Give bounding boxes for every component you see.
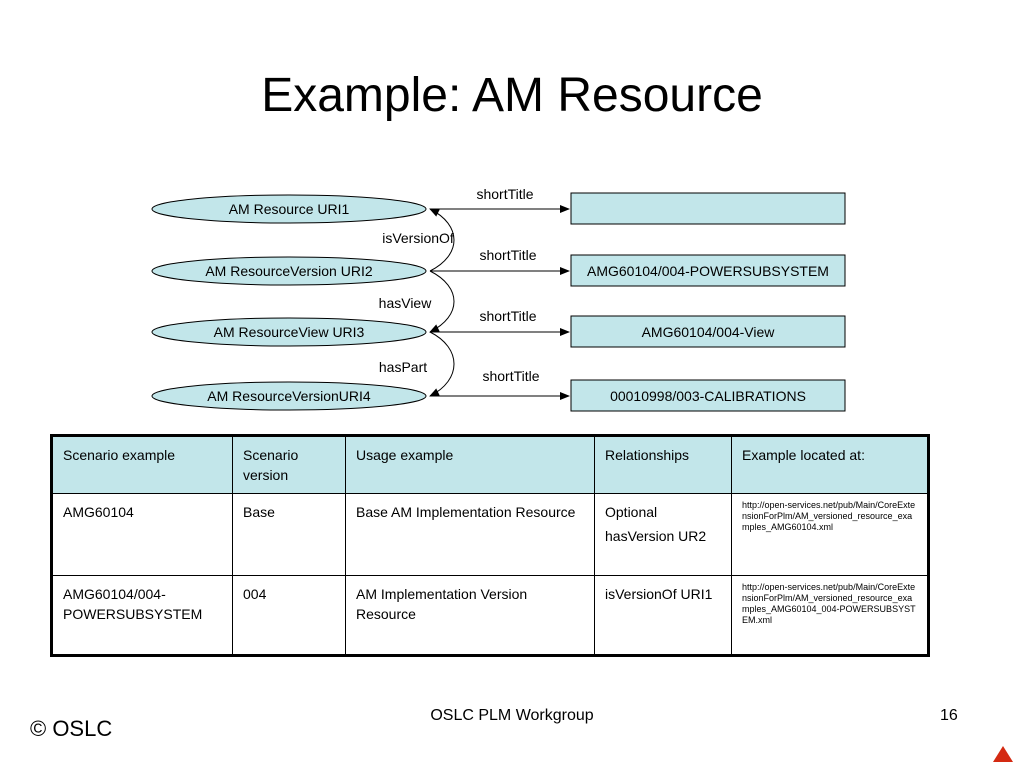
triangle-up-icon[interactable] (993, 746, 1013, 762)
resource-label: AM ResourceVersionURI4 (207, 388, 371, 404)
scenario-cell: AMG60104 (51, 493, 233, 576)
relationships-cell: Optional hasVersion UR2 (594, 493, 732, 576)
table-row: AMG60104/004-POWERSUBSYSTEM 004 AM Imple… (51, 575, 929, 656)
relationship-text: Optional (605, 504, 658, 520)
relation-arrow (429, 270, 455, 333)
resource-label: AM Resource URI1 (229, 201, 350, 217)
relationship-text: hasVersion UR2 (605, 528, 707, 544)
usage-cell: Base AM Implementation Resource (345, 493, 595, 576)
column-header: Scenario example (51, 435, 233, 494)
resource-label: AM ResourceView URI3 (214, 324, 365, 340)
short-title-value: 00010998/003-CALIBRATIONS (610, 388, 806, 404)
scenario-table: Scenario example Scenario version Usage … (50, 434, 930, 657)
example-location-link[interactable]: http://open-services.net/pub/Main/CoreEx… (731, 575, 929, 656)
short-title-label: shortTitle (482, 368, 539, 384)
column-header: Example located at: (731, 435, 929, 494)
table-row: AMG60104 Base Base AM Implementation Res… (51, 493, 929, 576)
relation-arrow (429, 208, 455, 272)
slide-title: Example: AM Resource (261, 69, 763, 122)
relationships-cell: isVersionOf URI1 (594, 575, 732, 656)
resource-node: AM ResourceVersion URI2 (151, 256, 427, 286)
relation-label: isVersionOf (382, 230, 454, 246)
version-cell: Base (232, 493, 346, 576)
version-cell: 004 (232, 575, 346, 656)
resource-node: AM ResourceVersionURI4 (151, 381, 427, 411)
short-title-label: shortTitle (479, 308, 536, 324)
relation-label: hasView (379, 295, 433, 311)
workgroup-footer: OSLC PLM Workgroup (430, 707, 594, 724)
copyright-footer: © OSLC (30, 716, 113, 741)
relation-arrow (429, 331, 455, 397)
example-location-link[interactable]: http://open-services.net/pub/Main/CoreEx… (731, 493, 929, 576)
short-title-box: AMG60104/004-POWERSUBSYSTEM (570, 254, 846, 287)
table-header-row: Scenario example Scenario version Usage … (51, 435, 929, 494)
short-title-box: 00010998/003-CALIBRATIONS (570, 379, 846, 412)
short-title-box: AMG60104/004-View (570, 315, 846, 348)
column-header: Relationships (594, 435, 732, 494)
resource-node: AM Resource URI1 (151, 194, 427, 224)
page-number: 16 (940, 707, 958, 724)
resource-node: AM ResourceView URI3 (151, 317, 427, 347)
short-title-box (570, 192, 846, 225)
relationship-diagram: AM Resource URI1 AM ResourceVersion URI2… (151, 186, 846, 412)
short-title-label: shortTitle (476, 186, 533, 202)
resource-label: AM ResourceVersion URI2 (205, 263, 373, 279)
short-title-label: shortTitle (479, 247, 536, 263)
short-title-value: AMG60104/004-POWERSUBSYSTEM (587, 263, 829, 279)
short-title-value: AMG60104/004-View (642, 324, 776, 340)
relationship-text: isVersionOf URI1 (605, 586, 713, 602)
relation-label: hasPart (379, 359, 427, 375)
column-header: Usage example (345, 435, 595, 494)
scenario-cell: AMG60104/004-POWERSUBSYSTEM (51, 575, 233, 656)
usage-cell: AM Implementation Version Resource (345, 575, 595, 656)
column-header: Scenario version (232, 435, 346, 494)
